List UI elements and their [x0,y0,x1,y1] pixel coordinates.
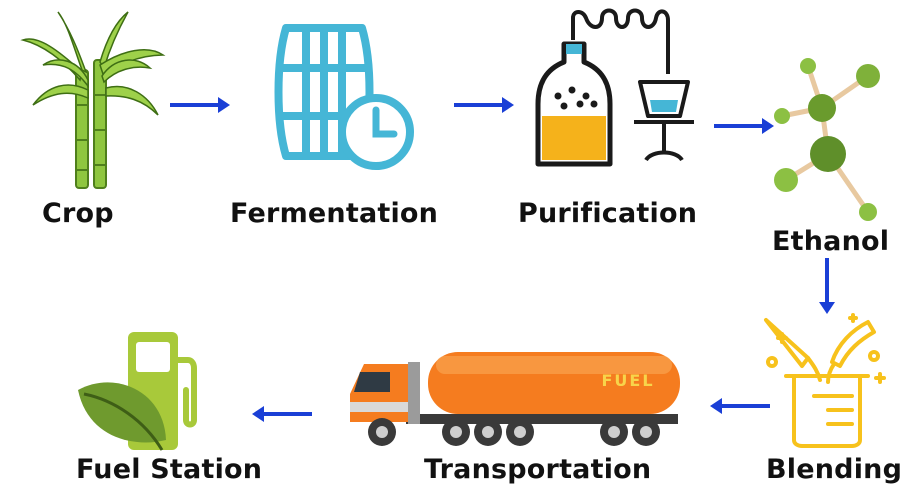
arrow-left-icon [710,398,770,414]
step-label-purification: Purification [518,198,698,229]
distillation-flask-icon [535,8,694,167]
arrow-left-icon [252,406,312,422]
truck-fuel-text: FUEL [601,371,654,390]
arrow-right-icon [714,118,774,134]
step-label-blending: Blending [766,454,903,485]
arrow-right-icon [170,97,230,113]
molecule-icon [774,58,880,221]
step-label-ethanol: Ethanol [772,226,890,257]
mixing-beaker-icon [764,313,886,448]
sugarcane-icon [20,11,166,189]
step-label-fuel-station: Fuel Station [76,454,263,485]
tanker-truck-icon: FUEL [350,352,680,446]
arrow-down-icon [819,258,835,314]
step-label-fermentation: Fermentation [230,198,439,229]
fuel-pump-leaf-icon [78,332,197,451]
barrel-clock-icon [274,24,414,170]
step-label-transportation: Transportation [424,454,652,485]
step-label-crop: Crop [42,198,114,229]
arrow-right-icon [454,97,514,113]
